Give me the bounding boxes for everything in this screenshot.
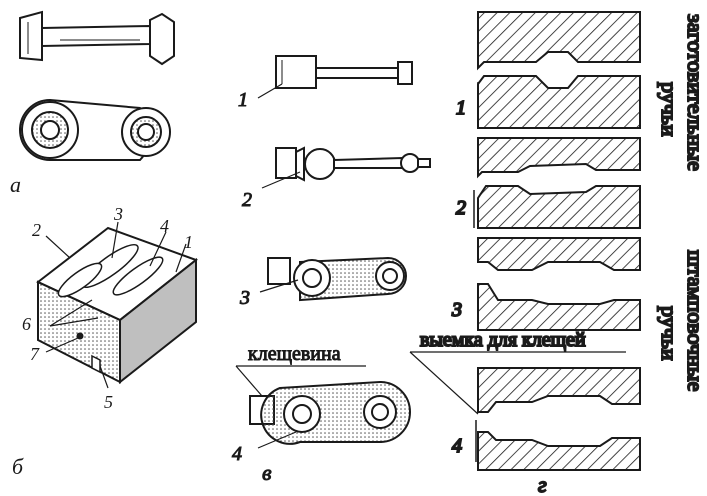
impression-3 — [477, 237, 641, 331]
panel-a-letter: а — [10, 172, 21, 197]
step-4-leader — [257, 431, 297, 449]
tongs-notch-leader — [409, 351, 479, 415]
tongs-hold-label: клещевина — [248, 343, 341, 365]
impression-4 — [477, 367, 641, 471]
step-2-label: 2 — [242, 189, 252, 211]
step-1-billet — [275, 55, 413, 89]
impression-4-label: 4 — [452, 435, 462, 457]
step-3-preform — [267, 256, 407, 302]
callout-4: 4 — [160, 216, 169, 236]
callout-3: 3 — [113, 204, 123, 224]
step-1-leader — [257, 83, 283, 99]
panel-g-letter: г — [538, 472, 547, 496]
callout-7: 7 — [30, 344, 40, 364]
finishing-line-1: штамповочные — [683, 250, 707, 391]
callout-2: 2 — [32, 220, 41, 240]
step-2-leader — [261, 171, 301, 189]
tongs-hold-leader — [235, 365, 263, 397]
callout-1: 1 — [184, 232, 193, 252]
finishing-line-2: ручьи — [657, 306, 682, 361]
panel-a: а — [10, 10, 175, 197]
impression-1 — [477, 11, 641, 129]
preforming-group-label: заготовительные ручьи — [656, 13, 707, 172]
tongs-notch-label: выемка для клещей — [420, 329, 586, 351]
callout-5: 5 — [104, 392, 113, 412]
preforming-line-2: ручьи — [657, 82, 682, 137]
panel-v: 1 2 3 клещевина — [232, 55, 431, 486]
step-3-label: 3 — [239, 287, 250, 309]
panel-g: 1 2 3 выемка для клещей 4 г заготовитель… — [409, 11, 707, 496]
panel-b-letter: б — [12, 454, 24, 479]
callout-6: 6 — [22, 314, 31, 334]
impression-2 — [477, 137, 641, 229]
impression-1-label: 1 — [456, 97, 466, 119]
panel-v-letter: в — [262, 460, 272, 485]
step-3-leader — [259, 279, 299, 293]
preforming-line-1: заготовительные — [683, 14, 707, 171]
forging-billet — [19, 10, 175, 66]
step-1-label: 1 — [238, 89, 248, 111]
step-4-forging — [249, 380, 411, 445]
impression-2-label: 2 — [456, 197, 466, 219]
finished-lever — [19, 98, 171, 161]
finishing-group-label: штамповочные ручьи — [656, 249, 707, 392]
panel-b: 2 3 4 1 6 7 5 б — [12, 204, 199, 479]
die-callout-lines — [45, 221, 187, 389]
step-4-label: 4 — [232, 443, 242, 465]
step-2-billet — [275, 146, 431, 182]
impression-3-label: 3 — [451, 299, 462, 321]
